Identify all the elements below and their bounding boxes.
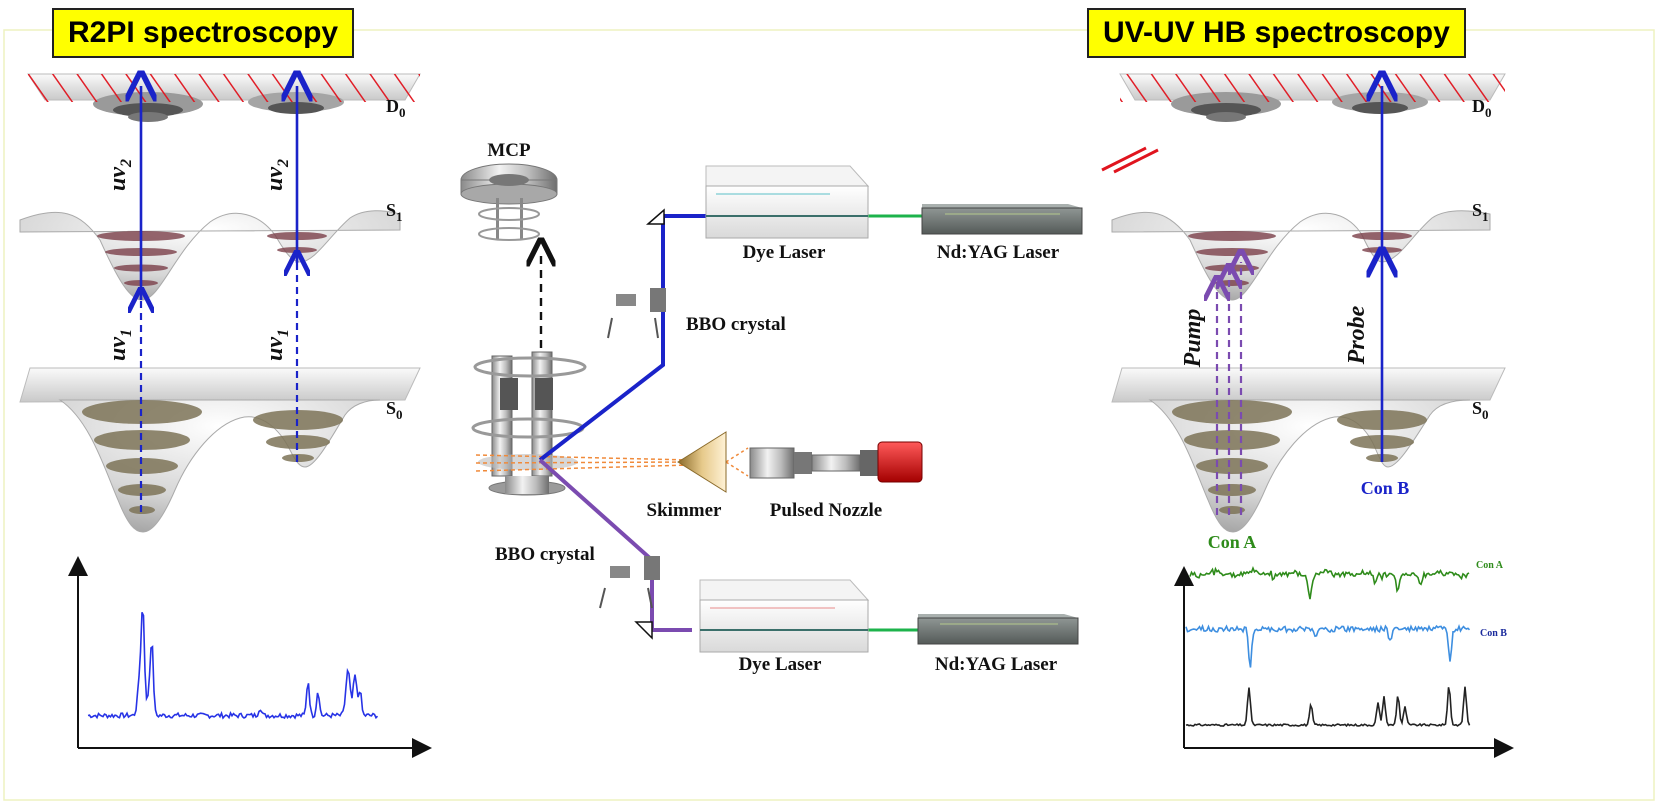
ndyag-laser-box-bottom-icon xyxy=(917,614,1079,645)
continuum-hatch xyxy=(28,74,420,102)
uv1-label-right: uv1 xyxy=(262,329,292,361)
left-d0-label: D0 xyxy=(386,96,406,120)
prism-icon xyxy=(646,208,665,225)
left-s1-label: S1 xyxy=(386,200,403,224)
pump-label: Pump xyxy=(1180,309,1206,369)
right-s1-label: S1 xyxy=(1472,200,1489,224)
r2pi-spectrum-inset xyxy=(68,556,432,758)
r2pi-reference-trace xyxy=(1185,686,1471,728)
con-b-label: Con B xyxy=(1361,478,1410,498)
bbo-crystal-mount-icon xyxy=(607,288,666,339)
right-s0-label: S0 xyxy=(1472,398,1489,422)
trace-con-b-label: Con B xyxy=(1480,628,1507,639)
pulsed-nozzle-icon xyxy=(749,441,923,483)
right-s0-surface xyxy=(1111,367,1506,533)
right-d0-label: D0 xyxy=(1472,96,1492,120)
skimmer-label: Skimmer xyxy=(647,500,723,521)
bbo-crystal-mount-icon-bottom xyxy=(599,556,660,609)
mcp-detector-icon xyxy=(460,163,558,241)
right-d0-surface xyxy=(1119,73,1506,122)
apparatus: MCP Dye Laser Nd:YAG Laser BBO crystal S… xyxy=(460,140,1083,675)
bbo-top-label: BBO crystal xyxy=(686,314,786,335)
dye-laser-bottom-label: Dye Laser xyxy=(739,654,822,675)
hb-spectra-inset: Con A Con B xyxy=(1174,560,1514,758)
ndyag-bottom-label: Nd:YAG Laser xyxy=(935,654,1058,675)
prism-icon-bottom xyxy=(634,621,653,640)
r2pi-energy-diagram: D0 S1 S0 uv2 uv2 uv1 uv1 xyxy=(19,73,421,533)
left-s0-surface xyxy=(19,367,421,533)
vacuum-chamber-icon xyxy=(471,351,587,496)
r2pi-title: R2PI spectroscopy xyxy=(52,8,355,58)
dye-laser-box-icon xyxy=(705,165,870,239)
break-mark-2 xyxy=(1113,148,1159,174)
con-a-trace xyxy=(1189,566,1470,600)
pulsed-nozzle-label: Pulsed Nozzle xyxy=(770,500,882,521)
break-mark xyxy=(1101,146,1147,172)
uv2-label-right: uv2 xyxy=(262,159,292,191)
dye-laser-top-label: Dye Laser xyxy=(743,242,826,263)
continuum-hatch-right xyxy=(1120,74,1505,102)
bbo-bottom-label: BBO crystal xyxy=(495,544,595,565)
left-s1-surface xyxy=(19,210,401,301)
bottom-laser-beam xyxy=(538,458,692,632)
hb-energy-diagram: D0 S1 S0 Pump Probe Con B Con A xyxy=(1101,73,1506,552)
trace-con-a-label: Con A xyxy=(1476,560,1504,571)
dye-laser-box-bottom-icon xyxy=(699,579,870,653)
mcp-label: MCP xyxy=(487,140,531,161)
skimmer-cone-icon xyxy=(677,431,727,493)
hb-title: UV-UV HB spectroscopy xyxy=(1087,8,1466,58)
right-s1-surface xyxy=(1111,210,1491,301)
ndyag-laser-box-icon xyxy=(921,204,1083,235)
con-a-label: Con A xyxy=(1208,532,1257,552)
ndyag-top-label: Nd:YAG Laser xyxy=(937,242,1060,263)
probe-label: Probe xyxy=(1344,305,1370,365)
molecular-beam xyxy=(475,447,749,477)
uv1-label-left: uv1 xyxy=(105,329,135,361)
figure-frame xyxy=(3,29,1655,801)
r2pi-trace xyxy=(87,611,379,720)
uv2-label-left: uv2 xyxy=(105,159,135,191)
left-s0-label: S0 xyxy=(386,398,403,422)
con-b-trace xyxy=(1185,623,1471,668)
left-d0-surface xyxy=(27,73,421,122)
